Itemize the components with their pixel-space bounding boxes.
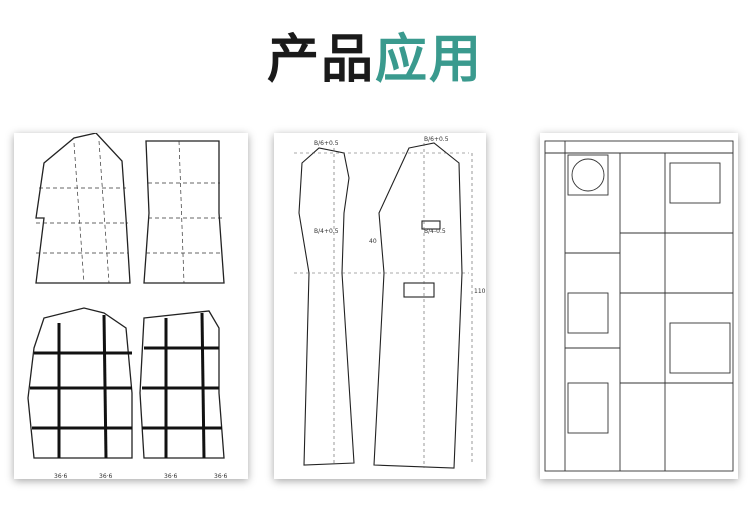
svg-text:110: 110 [474,288,486,295]
svg-text:40: 40 [369,238,377,245]
svg-text:B/6+0.5: B/6+0.5 [314,140,339,147]
jacket-pattern-image: 36·6 36·6 36·6 36·6 [14,133,248,479]
svg-text:36·6: 36·6 [214,473,228,479]
jacket-pattern-drawing: 36·6 36·6 36·6 36·6 [27,133,228,479]
svg-text:36·6: 36·6 [54,473,68,479]
svg-text:B/4+0.5: B/4+0.5 [314,228,339,235]
title-part-dark: 产品 [266,30,375,90]
svg-text:36·6: 36·6 [164,473,178,479]
svg-text:36·6: 36·6 [99,473,113,479]
svg-text:B/6+0.5: B/6+0.5 [424,136,449,143]
title-part-accent: 应用 [375,30,484,90]
technical-blueprint-image [540,133,738,479]
svg-text:B/4-0.5: B/4-0.5 [424,228,446,235]
technical-blueprint-drawing [544,140,734,472]
page-title: 产品应用 [0,28,750,92]
